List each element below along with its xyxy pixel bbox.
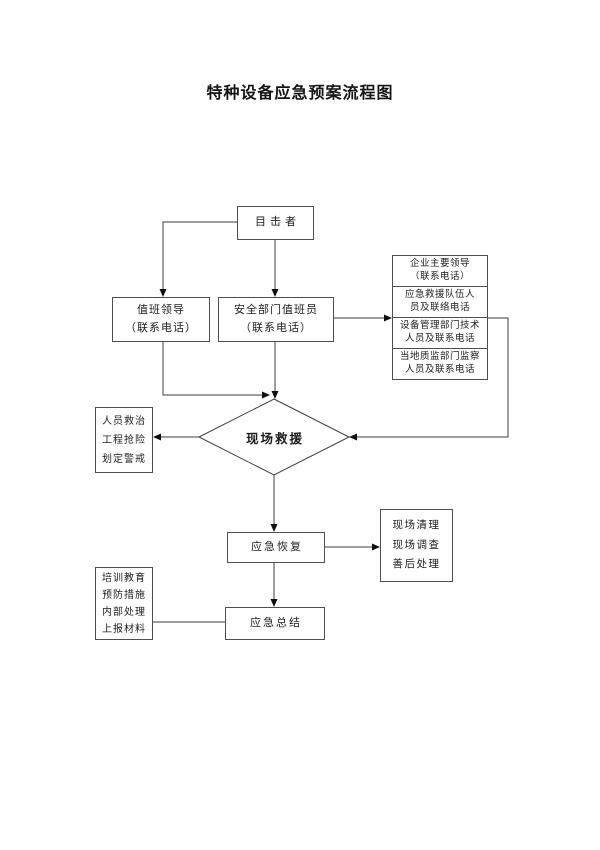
node-label: 设备管理部门技术: [399, 321, 480, 332]
arrowhead-right-icon: [372, 543, 380, 551]
node-site-cleanup: 现场清理 现场调查 善后处理: [380, 509, 453, 582]
node-contact-rescue-team: 应急救援队伍人 员及联络电话: [392, 286, 488, 318]
edge-duty-leader-rescue: [162, 342, 263, 396]
node-label: 人员救治: [102, 415, 146, 427]
node-label: 人员及联系电话: [404, 365, 475, 375]
node-rescue-actions: 人员救治 工程抢险 划定警戒: [95, 407, 153, 473]
node-label: 现场救援: [245, 431, 304, 446]
node-duty-leader: 值班领导 （联系电话）: [112, 297, 210, 342]
node-contact-quality-supervision: 当地质监部门监察 人员及联系电话: [392, 348, 488, 380]
node-label: 内部处理: [102, 606, 146, 618]
node-training-followup: 培训教育 预防措施 内部处理 上报材料: [95, 567, 153, 640]
arrowhead-down-icon: [271, 391, 279, 399]
node-label: 当地质监部门监察: [399, 352, 480, 363]
arrowhead-down-icon: [271, 289, 279, 297]
node-label: 预防措施: [102, 589, 146, 601]
node-label: 划定警戒: [102, 453, 146, 465]
node-witness: 目击者: [237, 206, 314, 240]
edge-witness-duty-leader: [162, 221, 237, 290]
node-label: 培训教育: [102, 572, 146, 584]
node-label: （联系电话）: [125, 321, 197, 334]
arrowhead-left-icon: [153, 433, 161, 441]
node-label: 员及联络电话: [409, 303, 470, 313]
arrowhead-down-icon: [159, 289, 167, 297]
node-label: 善后处理: [392, 559, 441, 571]
arrowhead-right-icon: [384, 314, 392, 322]
node-label: 现场调查: [392, 539, 441, 551]
node-label: 企业主要领导: [409, 259, 470, 270]
node-label: 应急救援队伍人: [404, 290, 475, 301]
node-emergency-summary: 应急总结: [225, 607, 325, 640]
node-contact-enterprise-leader: 企业主要领导 （联系电话）: [392, 255, 488, 287]
edge-contacts-rescue: [356, 317, 509, 438]
arrowhead-down-icon: [270, 524, 278, 532]
node-label: 应急总结: [250, 616, 302, 629]
node-label: 人员及联系电话: [404, 334, 475, 344]
node-emergency-recovery: 应急恢复: [227, 532, 325, 563]
node-label: 应急恢复: [251, 540, 303, 553]
node-label: 现场清理: [392, 519, 441, 531]
node-label: （联系电话）: [409, 272, 470, 282]
arrowhead-down-icon: [270, 599, 278, 607]
node-label: 安全部门值班员: [234, 303, 318, 316]
node-label: 工程抢险: [102, 434, 146, 446]
node-onsite-rescue: 现场救援: [199, 399, 349, 475]
page-title: 特种设备应急预案流程图: [206, 85, 394, 102]
node-contact-equipment-dept: 设备管理部门技术 人员及联系电话: [392, 317, 488, 349]
node-label: 目击者: [255, 216, 300, 229]
arrowhead-right-icon: [262, 391, 270, 399]
arrowhead-left-icon: [349, 433, 357, 441]
node-label: 值班领导: [137, 303, 185, 316]
node-label: 上报材料: [102, 623, 146, 635]
node-label: （联系电话）: [240, 321, 312, 334]
node-safety-dept-duty: 安全部门值班员 （联系电话）: [218, 297, 334, 342]
